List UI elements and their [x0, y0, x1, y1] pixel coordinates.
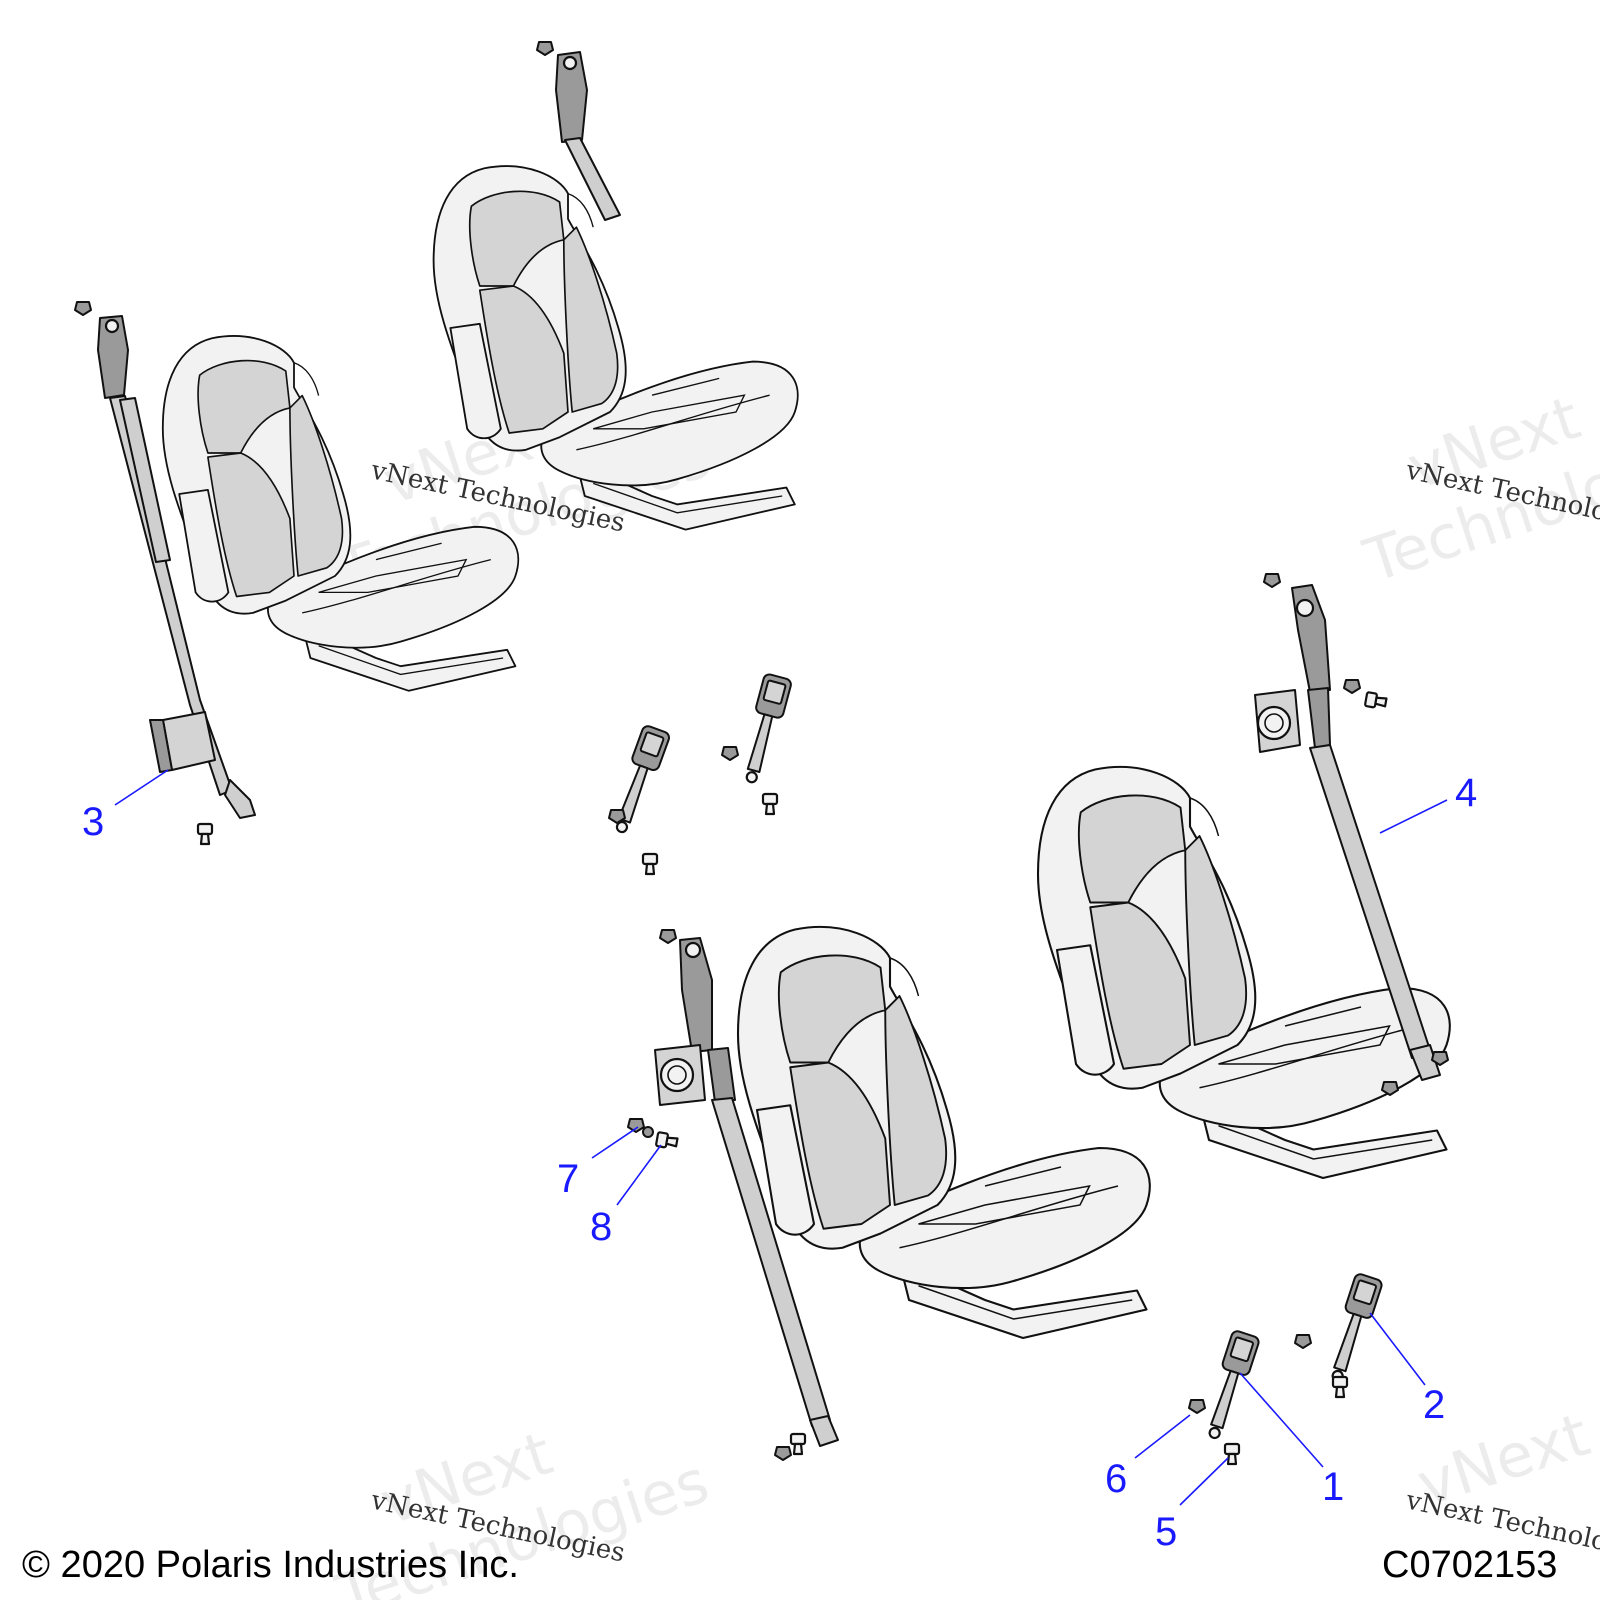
buckle-rear-b — [721, 672, 794, 816]
drawing-number: C0702153 — [1382, 1544, 1557, 1586]
callout-5: 5 — [1155, 1457, 1229, 1554]
callout-1: 1 — [1239, 1372, 1344, 1509]
callout-8: 8 — [590, 1144, 662, 1249]
callout-label: 4 — [1455, 771, 1477, 815]
callout-7: 7 — [557, 1126, 639, 1201]
callout-2: 2 — [1369, 1312, 1445, 1427]
copyright-notice: © 2020 Polaris Industries Inc. — [22, 1544, 519, 1586]
callout-4: 4 — [1379, 771, 1477, 834]
buckle-rear-a — [605, 723, 672, 876]
callout-label: 6 — [1105, 1457, 1127, 1501]
seat-belt-rear-left — [74, 301, 256, 846]
callout-3: 3 — [82, 769, 169, 844]
callout-label: 7 — [557, 1157, 579, 1201]
buckle-front-1 — [1188, 1328, 1262, 1466]
callout-6: 6 — [1105, 1414, 1191, 1501]
seat-belt-front-left — [627, 929, 839, 1461]
callout-label: 1 — [1322, 1465, 1344, 1509]
callout-label: 5 — [1155, 1510, 1177, 1554]
buckle-front-2 — [1294, 1271, 1385, 1399]
seat-belt-front-right — [1254, 573, 1449, 1096]
seat-belt-rear-right — [536, 41, 621, 221]
callout-label: 3 — [82, 800, 104, 844]
callout-label: 2 — [1423, 1383, 1445, 1427]
callout-label: 8 — [590, 1205, 612, 1249]
